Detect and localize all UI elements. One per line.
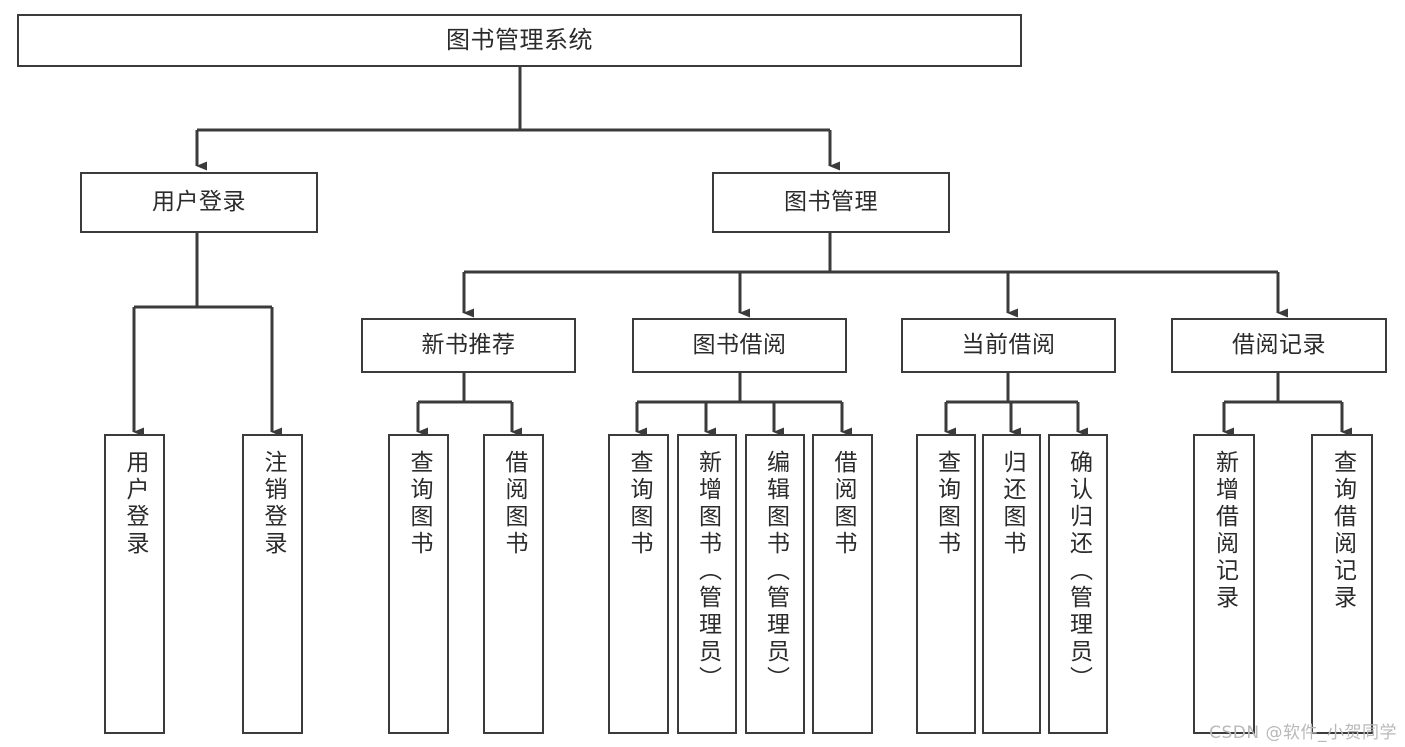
node-label: 图书管理 bbox=[784, 188, 878, 215]
leaf-borrow-book-recommend[interactable]: 借阅图书 bbox=[483, 434, 544, 734]
node-label: 用户登录 bbox=[152, 188, 246, 215]
node-label: 编辑图书（管理员） bbox=[762, 450, 789, 693]
leaf-user-login[interactable]: 用户登录 bbox=[104, 434, 165, 734]
node-current-borrow[interactable]: 当前借阅 bbox=[901, 318, 1116, 373]
node-book-management-system[interactable]: 图书管理系统 bbox=[17, 14, 1022, 67]
csdn-watermark: CSDN @软件_小贺同学 bbox=[1209, 723, 1397, 743]
node-label: 查询图书 bbox=[626, 450, 652, 558]
node-label: 用户登录 bbox=[122, 450, 148, 558]
leaf-user-logout[interactable]: 注销登录 bbox=[242, 434, 303, 734]
leaf-query-book-borrow[interactable]: 查询图书 bbox=[608, 434, 669, 734]
node-label: 新增借阅记录 bbox=[1211, 450, 1238, 612]
node-new-book-recommend[interactable]: 新书推荐 bbox=[361, 318, 576, 373]
node-label: 确认归还（管理员） bbox=[1065, 450, 1092, 693]
leaf-add-book-admin[interactable]: 新增图书（管理员） bbox=[677, 434, 737, 734]
leaf-query-book-recommend[interactable]: 查询图书 bbox=[388, 434, 449, 734]
node-label: 图书借阅 bbox=[692, 331, 787, 358]
node-label: 查询图书 bbox=[933, 450, 960, 558]
node-label: 注销登录 bbox=[260, 450, 286, 558]
node-label: 新书推荐 bbox=[421, 331, 516, 358]
node-book-borrow[interactable]: 图书借阅 bbox=[632, 318, 847, 373]
node-label: 借阅图书 bbox=[830, 450, 856, 558]
leaf-edit-book-admin[interactable]: 编辑图书（管理员） bbox=[745, 434, 805, 734]
node-label: 当前借阅 bbox=[961, 331, 1056, 358]
node-label: 归还图书 bbox=[999, 450, 1025, 558]
node-book-management[interactable]: 图书管理 bbox=[712, 172, 950, 233]
leaf-query-book-current[interactable]: 查询图书 bbox=[916, 434, 976, 734]
node-label: 查询借阅记录 bbox=[1329, 450, 1356, 612]
leaf-confirm-return-admin[interactable]: 确认归还（管理员） bbox=[1048, 434, 1108, 734]
leaf-borrow-book[interactable]: 借阅图书 bbox=[812, 434, 873, 734]
leaf-add-borrow-record[interactable]: 新增借阅记录 bbox=[1193, 434, 1255, 734]
node-label: 借阅记录 bbox=[1232, 331, 1326, 358]
node-user-login[interactable]: 用户登录 bbox=[80, 172, 318, 233]
leaf-return-book[interactable]: 归还图书 bbox=[982, 434, 1041, 734]
leaf-query-borrow-record[interactable]: 查询借阅记录 bbox=[1311, 434, 1373, 734]
node-borrow-record[interactable]: 借阅记录 bbox=[1171, 318, 1387, 373]
node-label: 查询图书 bbox=[406, 450, 432, 558]
node-label: 新增图书（管理员） bbox=[694, 450, 721, 693]
node-label: 图书管理系统 bbox=[446, 26, 593, 55]
node-label: 借阅图书 bbox=[501, 450, 527, 558]
